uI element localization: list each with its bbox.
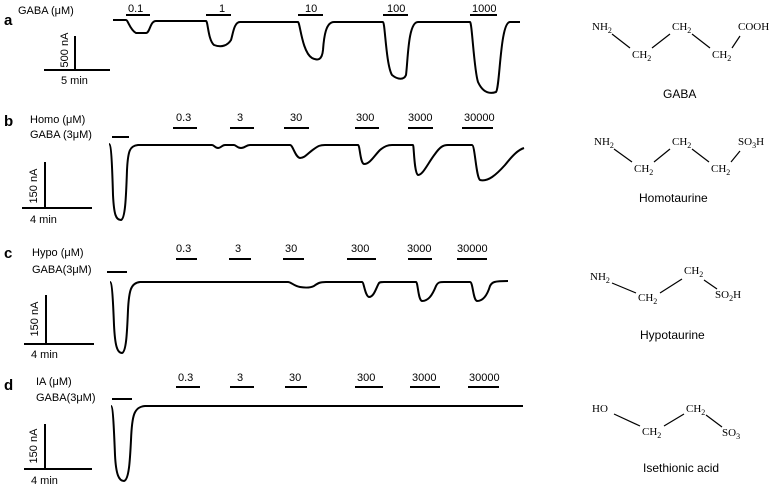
atom-label: SO3: [722, 427, 740, 441]
bond: [730, 150, 741, 163]
panel-letter-d: d: [4, 377, 13, 394]
panel-letter-b: b: [4, 113, 13, 130]
concentration-label: 0.3: [178, 372, 193, 384]
structure-gaba: NH2 CH2 CH2 CH2 COOH GABA: [592, 21, 769, 101]
current-trace-a: [113, 19, 520, 94]
atom-label: CH2: [638, 292, 657, 306]
bond: [731, 35, 741, 49]
panel-c-gaba-label: GABA(3μM): [32, 264, 92, 276]
atom-label: CH2: [711, 163, 730, 177]
concentration-label: 0.3: [176, 112, 191, 124]
bond: [691, 148, 710, 163]
atom-label: CH2: [712, 49, 731, 63]
compound-name-isethionic-acid: Isethionic acid: [643, 461, 719, 475]
atom-label: CH2: [632, 49, 651, 63]
bond: [651, 33, 671, 49]
bond: [703, 279, 718, 290]
scale-current-label: 150 nA: [28, 168, 40, 204]
atom-label: CH2: [686, 403, 705, 417]
concentration-label: 3000: [408, 112, 432, 124]
bond: [663, 413, 685, 427]
current-trace-b: [108, 143, 525, 221]
current-trace-d: [110, 405, 523, 482]
concentration-label: 30: [290, 112, 302, 124]
atom-label: CH2: [684, 265, 703, 279]
atom-label: SO2H: [715, 289, 741, 303]
panel-b-agonist-label: Homo (μM): [30, 114, 85, 126]
atom-label: CH2: [642, 426, 661, 440]
scale-current-label: 150 nA: [29, 301, 41, 337]
concentration-label: 30: [289, 372, 301, 384]
compound-name-hypotaurine: Hypotaurine: [640, 328, 705, 342]
atom-label: CH2: [672, 21, 691, 35]
panel-letter-a: a: [4, 12, 13, 29]
bond: [705, 414, 723, 428]
compound-name-homotaurine: Homotaurine: [639, 191, 708, 205]
scale-time-label: 4 min: [31, 475, 58, 487]
bond: [653, 148, 671, 163]
panel-c: c Hypo (μM) GABA(3μM) 0.3 3 30 300 3000 …: [4, 243, 509, 361]
bond: [613, 413, 641, 427]
current-trace-c: [109, 280, 509, 354]
structure-hypotaurine: NH2 CH2 CH2 SO2H Hypotaurine: [590, 265, 741, 342]
concentration-label: 300: [356, 112, 374, 124]
panel-a: a GABA (μM) 0.1 1 10 100 1000 500 nA 5 m…: [4, 3, 520, 94]
panel-d: d IA (μM) GABA(3μM) 0.3 3 30 300 3000 30…: [4, 372, 523, 487]
scale-time-label: 4 min: [30, 214, 57, 226]
concentration-label: 10: [305, 3, 317, 15]
concentration-label: 3: [237, 372, 243, 384]
concentration-label: 3: [237, 112, 243, 124]
panel-d-gaba-label: GABA(3μM): [36, 392, 96, 404]
bond: [611, 33, 631, 49]
concentration-label: 30000: [457, 243, 488, 255]
concentration-label: 3000: [407, 243, 431, 255]
scale-current-label: 150 nA: [28, 428, 40, 464]
concentration-label: 300: [351, 243, 369, 255]
atom-label: CH2: [672, 136, 691, 150]
concentration-label: 3000: [412, 372, 436, 384]
atom-label: SO3H: [738, 136, 764, 150]
concentration-label: 3: [235, 243, 241, 255]
concentration-label: 0.3: [176, 243, 191, 255]
atom-label: NH2: [594, 136, 614, 150]
scale-time-label: 5 min: [61, 75, 88, 87]
panel-b: b Homo (μM) GABA (3μM) 0.3 3 30 300 3000…: [4, 112, 525, 226]
scale-time-label: 4 min: [31, 349, 58, 361]
concentration-label: 100: [387, 3, 405, 15]
atom-label: COOH: [738, 21, 769, 33]
concentration-label: 1: [219, 3, 225, 15]
compound-name-gaba: GABA: [663, 87, 696, 101]
concentration-label: 300: [357, 372, 375, 384]
structure-isethionic-acid: HO CH2 CH2 SO3 Isethionic acid: [592, 403, 740, 475]
concentration-label: 0.1: [128, 3, 143, 15]
bond: [691, 33, 711, 49]
atom-label: CH2: [634, 163, 653, 177]
concentration-label: 30000: [464, 112, 495, 124]
scale-current-label: 500 nA: [59, 32, 71, 68]
panel-a-agonist-label: GABA (μM): [18, 5, 74, 17]
structure-homotaurine: NH2 CH2 CH2 CH2 SO3H Homotaurine: [594, 136, 764, 205]
atom-label: NH2: [592, 21, 612, 35]
bond: [659, 278, 683, 294]
panel-c-agonist-label: Hypo (μM): [32, 247, 84, 259]
concentration-label: 30000: [469, 372, 500, 384]
atom-label: HO: [592, 403, 608, 415]
panel-letter-c: c: [4, 245, 12, 262]
bond: [611, 282, 637, 294]
concentration-label: 1000: [472, 3, 496, 15]
bond: [613, 148, 633, 163]
panel-b-gaba-label: GABA (3μM): [30, 129, 92, 141]
concentration-label: 30: [285, 243, 297, 255]
panel-d-agonist-label: IA (μM): [36, 376, 72, 388]
atom-label: NH2: [590, 271, 610, 285]
